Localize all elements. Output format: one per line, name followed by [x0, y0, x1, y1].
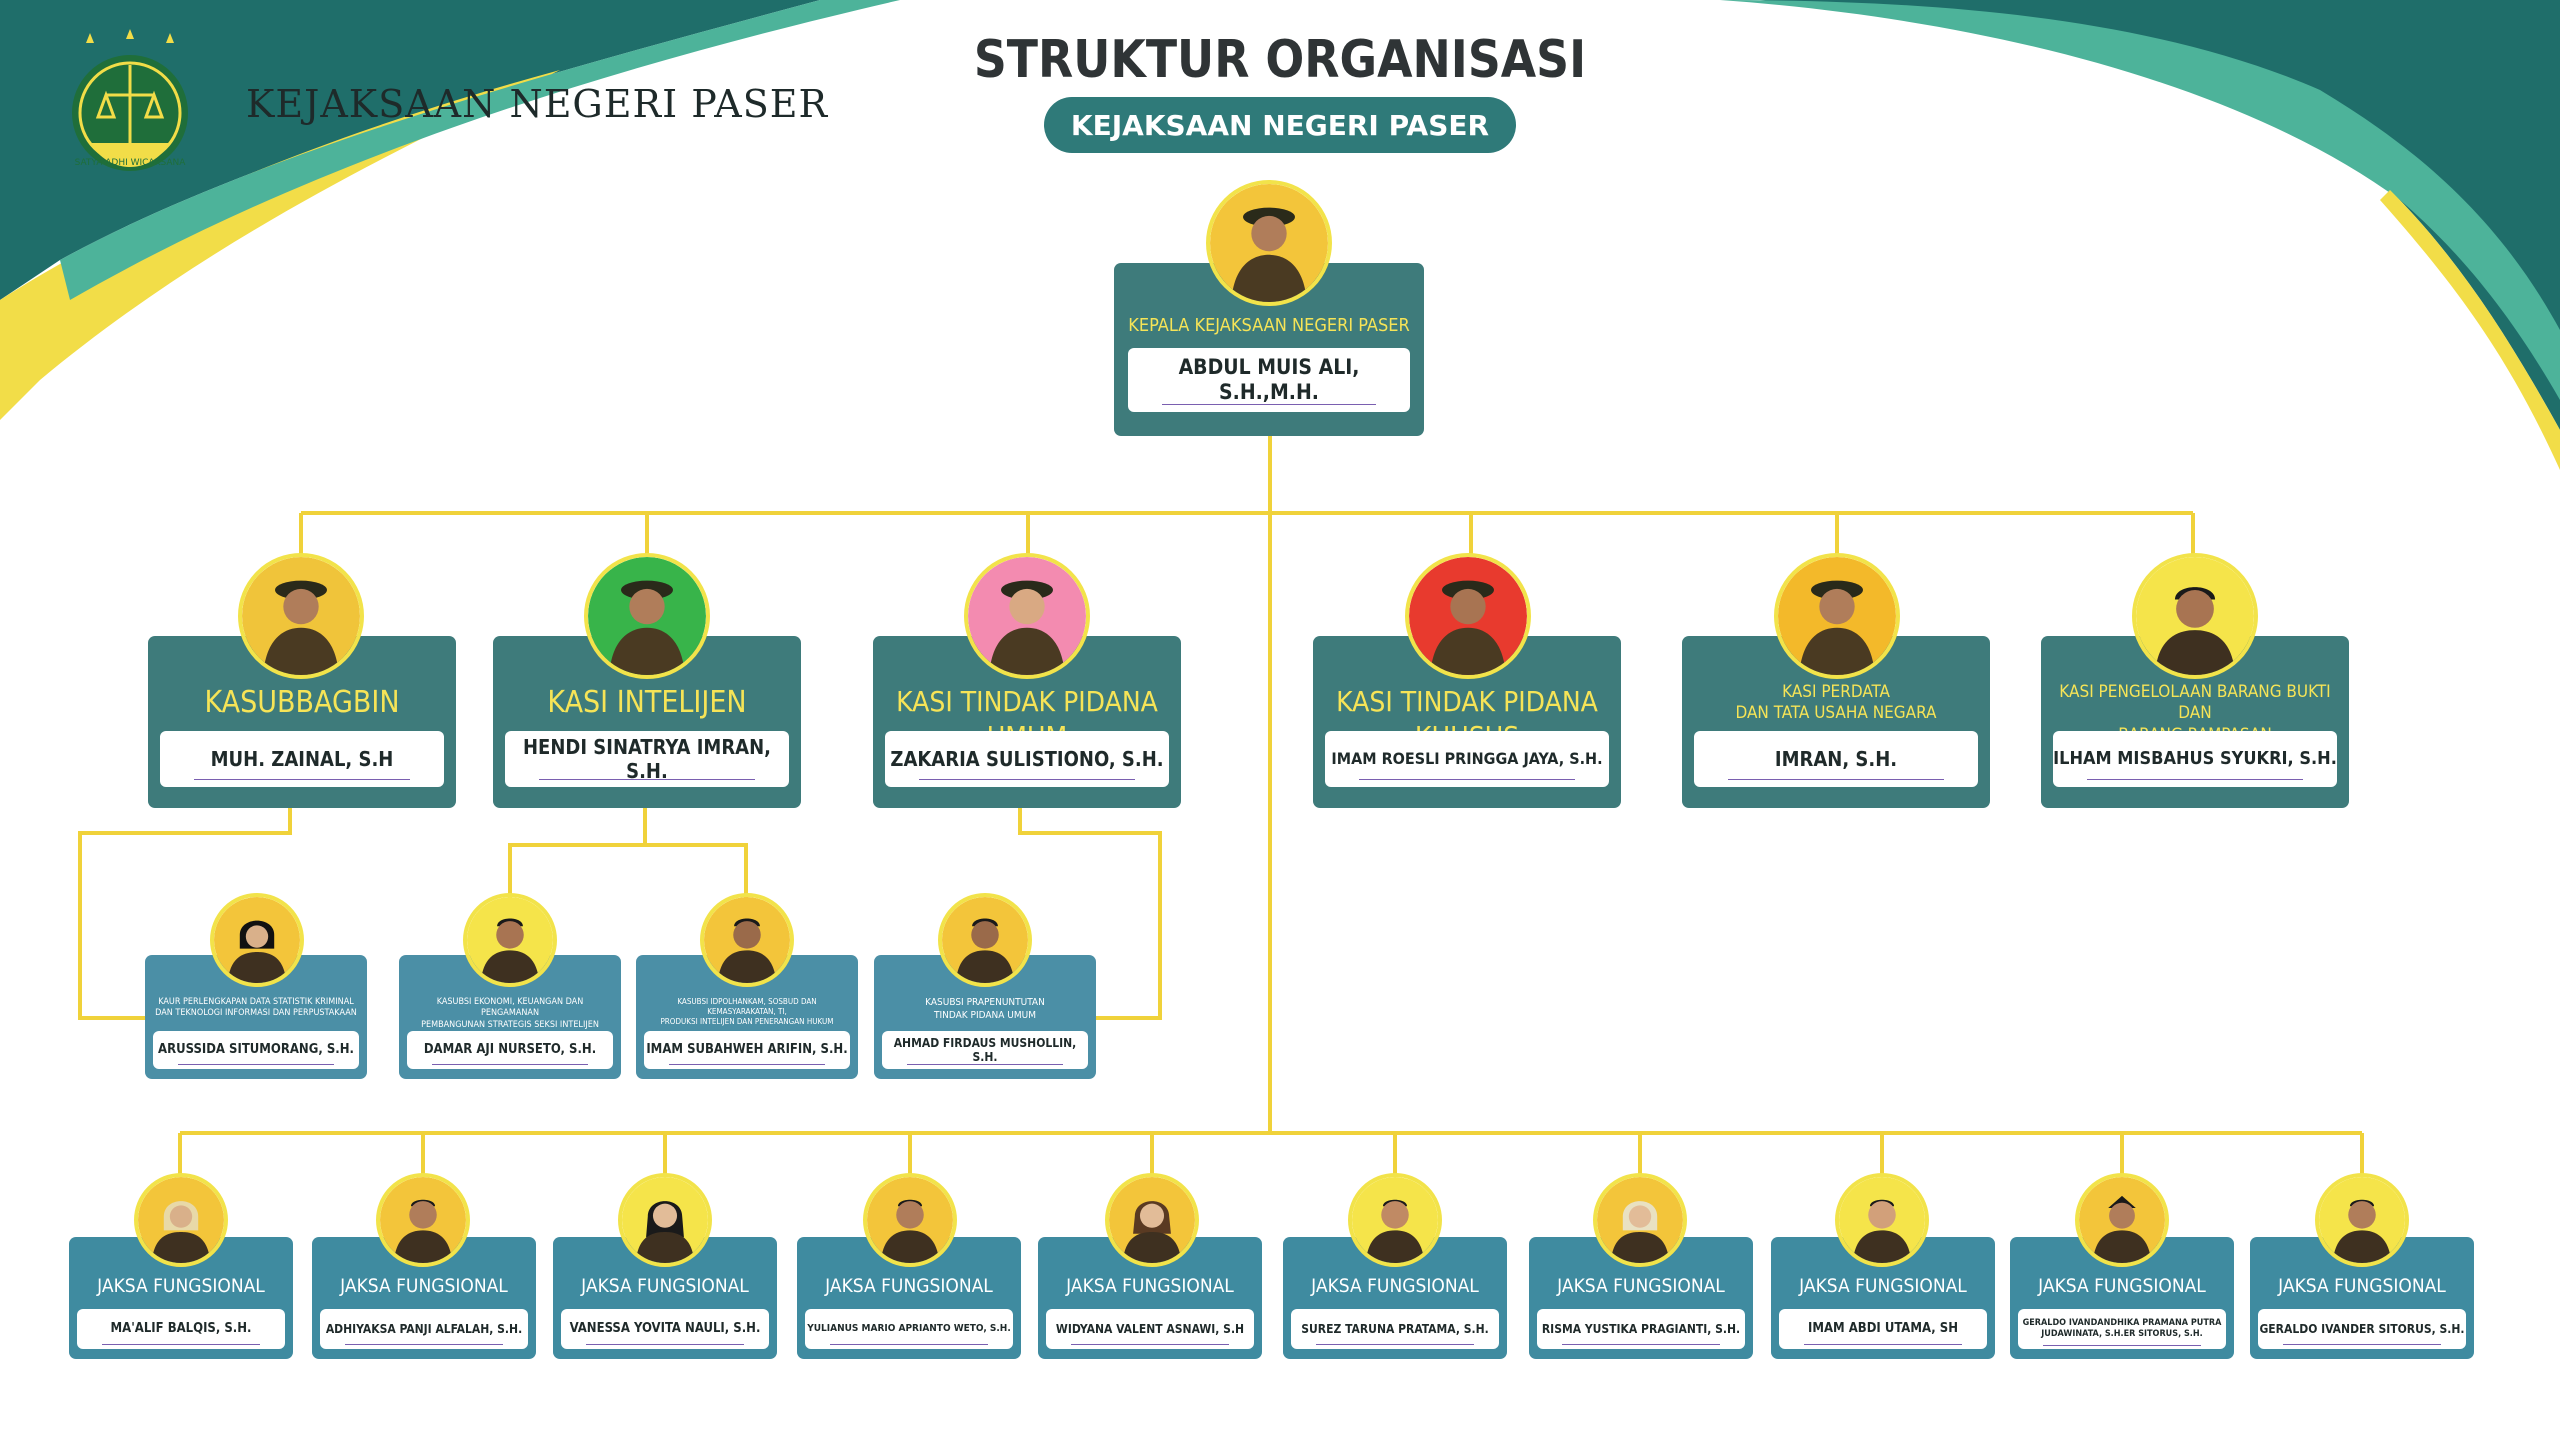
level3-photo-1	[210, 893, 304, 987]
kejaksaan-logo: SATYA ADHI WICAKSANA	[72, 29, 188, 171]
brand-name: KEJAKSAAN NEGERI PASER	[246, 82, 829, 126]
head-name: ABDUL MUIS ALI, S.H.,M.H.	[1128, 348, 1410, 412]
level3-photo-2	[463, 893, 557, 987]
jaksa-photo-1	[134, 1173, 228, 1267]
level2-card-3: KASI TINDAK PIDANA UMUM ZAKARIA SULISTIO…	[873, 636, 1181, 808]
level2-photo-2	[584, 553, 710, 679]
head-photo	[1206, 180, 1332, 306]
level2-photo-3	[964, 553, 1090, 679]
jaksa-photo-9	[2075, 1173, 2169, 1267]
level2-photo-6	[2132, 553, 2258, 679]
page-title: STRUKTUR ORGANISASI	[973, 30, 1587, 90]
level3-photo-4	[938, 893, 1032, 987]
jaksa-photo-7	[1593, 1173, 1687, 1267]
jaksa-card-7: JAKSA FUNGSIONAL RISMA YUSTIKA PRAGIANTI…	[1529, 1237, 1753, 1359]
level3-card-2: KASUBSI EKONOMI, KEUANGAN DAN PENGAMANAN…	[399, 955, 621, 1079]
level3-photo-3	[700, 893, 794, 987]
jaksa-photo-5	[1105, 1173, 1199, 1267]
level2-card-4: KASI TINDAK PIDANA KHUSUS IMAM ROESLI PR…	[1313, 636, 1621, 808]
jaksa-photo-3	[618, 1173, 712, 1267]
page-subtitle: KEJAKSAAN NEGERI PASER	[1044, 97, 1516, 153]
jaksa-photo-10	[2315, 1173, 2409, 1267]
level2-photo-1	[238, 553, 364, 679]
jaksa-photo-4	[863, 1173, 957, 1267]
jaksa-card-1: JAKSA FUNGSIONAL MA'ALIF BALQIS, S.H.	[69, 1237, 293, 1359]
logo-motto: SATYA ADHI WICAKSANA	[75, 158, 187, 168]
jaksa-photo-2	[376, 1173, 470, 1267]
jaksa-photo-8	[1835, 1173, 1929, 1267]
level2-card-6: KASI PENGELOLAAN BARANG BUKTI DAN BARANG…	[2041, 636, 2349, 808]
jaksa-photo-6	[1348, 1173, 1442, 1267]
head-role: KEPALA KEJAKSAAN NEGERI PASER	[1128, 315, 1410, 336]
jaksa-card-3: JAKSA FUNGSIONAL VANESSA YOVITA NAULI, S…	[553, 1237, 777, 1359]
level3-card-4: KASUBSI PRAPENUNTUTAN TINDAK PIDANA UMUM…	[874, 955, 1096, 1079]
jaksa-card-10: JAKSA FUNGSIONAL GERALDO IVANDER SITORUS…	[2250, 1237, 2474, 1359]
jaksa-card-8: JAKSA FUNGSIONAL IMAM ABDI UTAMA, SH	[1771, 1237, 1995, 1359]
level2-photo-4	[1405, 553, 1531, 679]
level3-card-3: KASUBSI IDPOLHANKAM, SOSBUD DAN KEMASYAR…	[636, 955, 858, 1079]
level2-card-1: KASUBBAGBIN MUH. ZAINAL, S.H	[148, 636, 456, 808]
level2-photo-5	[1774, 553, 1900, 679]
